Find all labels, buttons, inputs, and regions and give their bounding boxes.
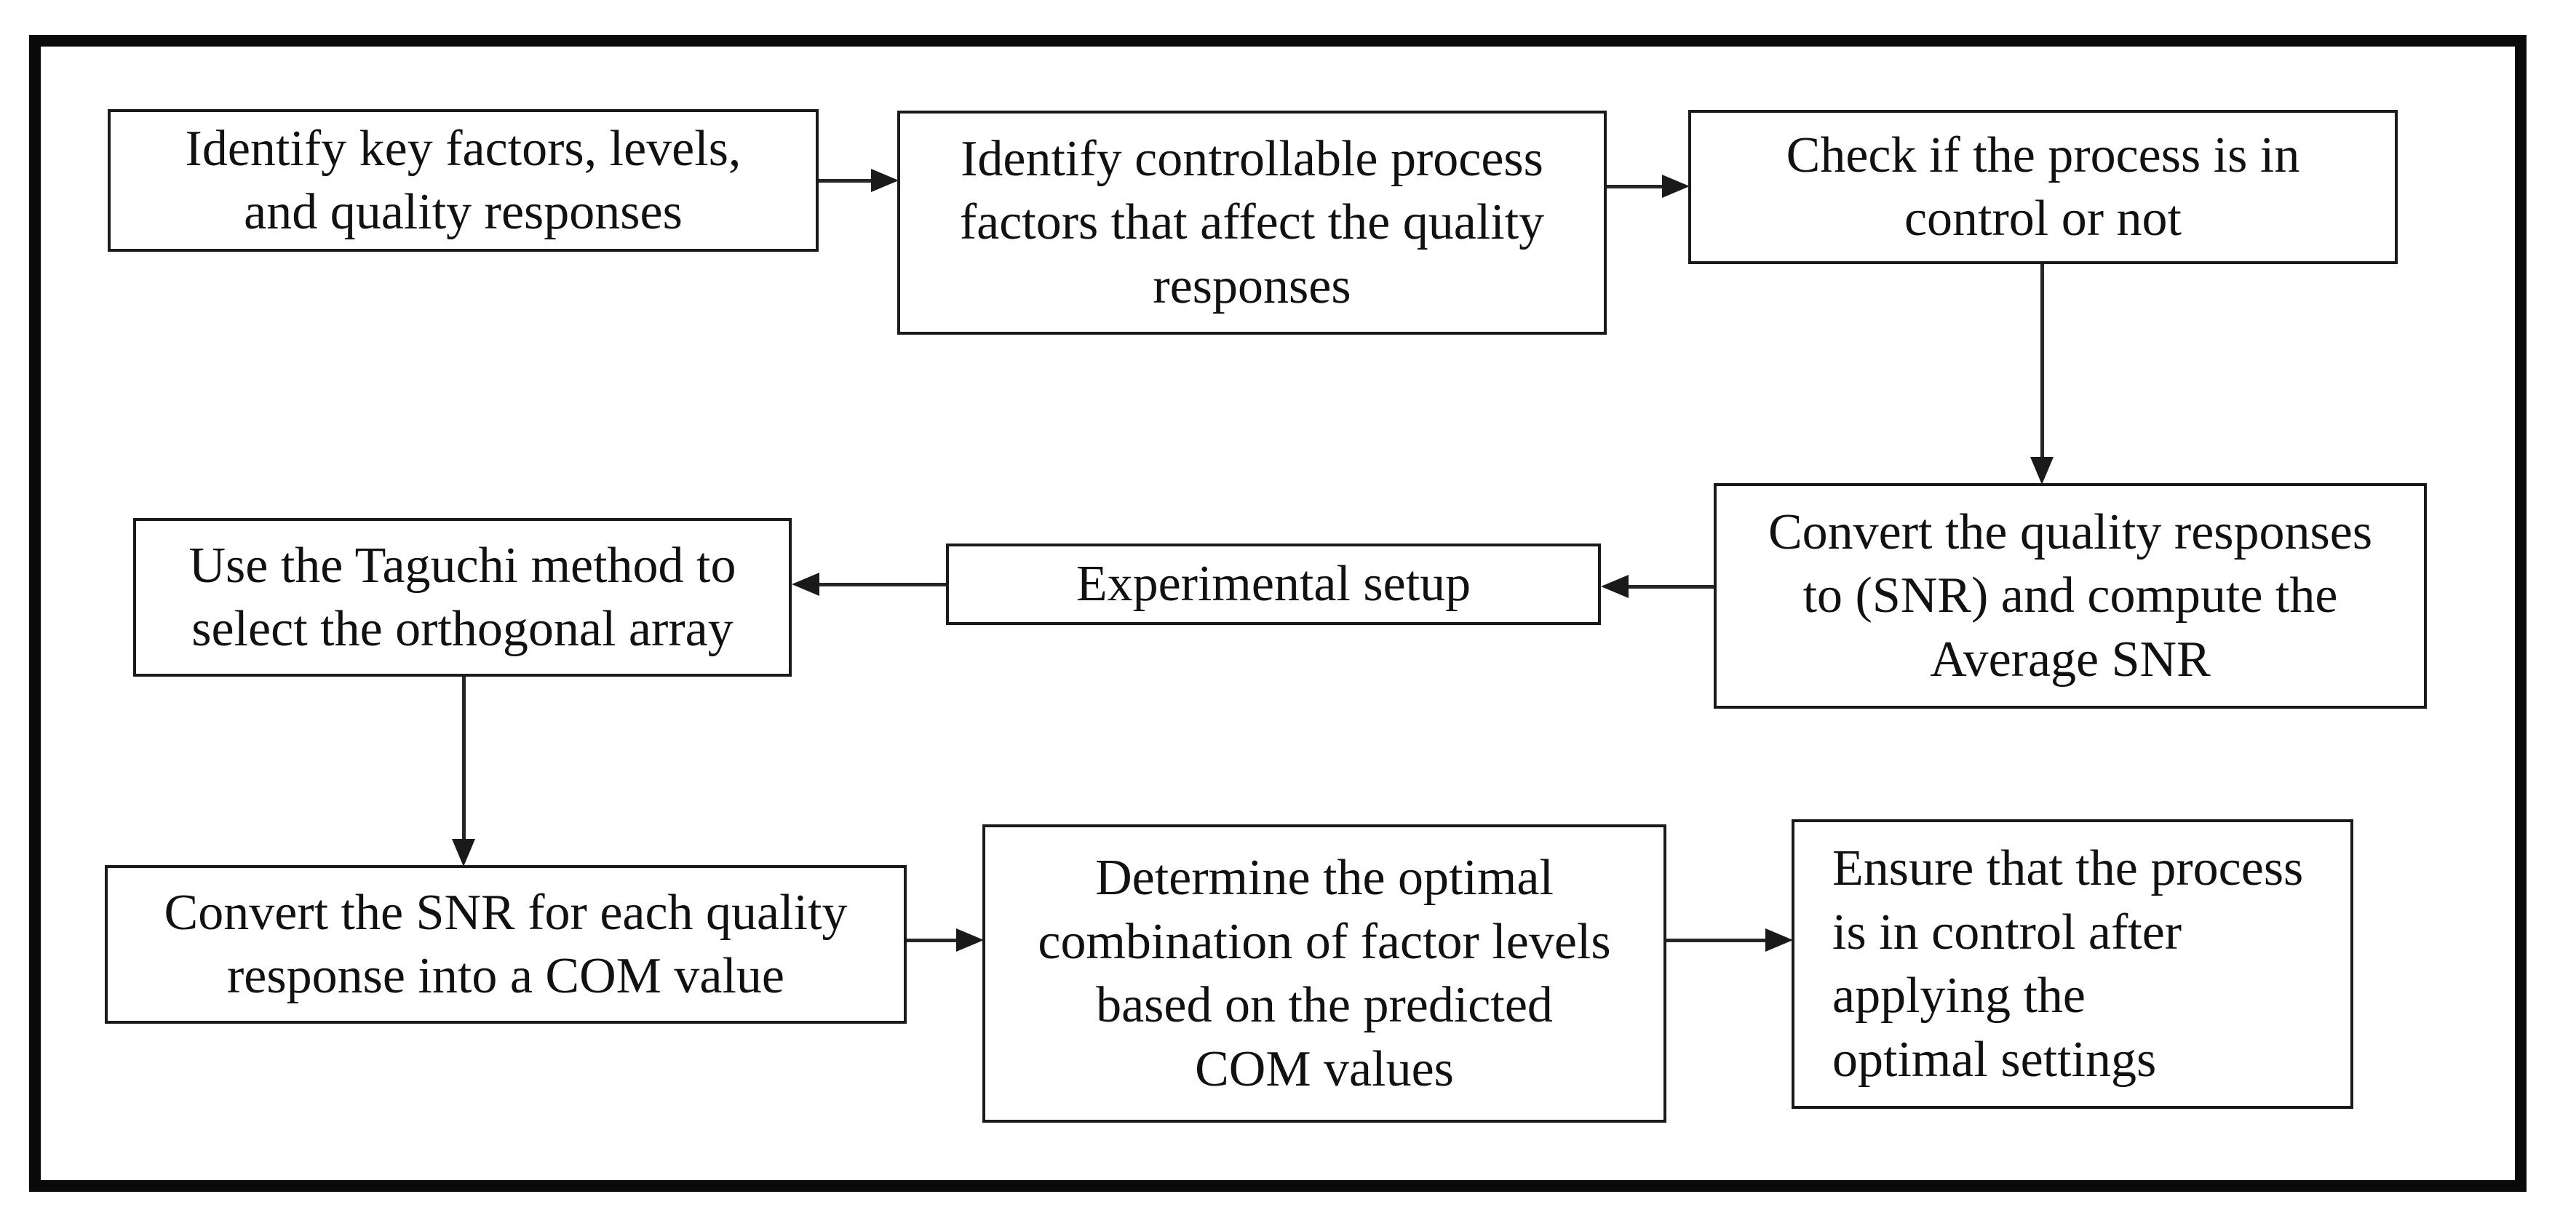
node-label: Experimental setup (1076, 556, 1471, 613)
arrowhead-right-icon (871, 169, 899, 192)
node-label: Identify controllable process factors th… (959, 130, 1545, 314)
arrowhead-down-icon (452, 839, 475, 867)
node-identify-key-factors: Identify key factors, levels, and qualit… (108, 109, 819, 252)
node-taguchi-orthogonal-array: Use the Taguchi method to select the ort… (133, 518, 792, 677)
node-label: Convert the quality responses to (SNR) a… (1768, 503, 2373, 688)
arrow-line-com-to-optimal (907, 939, 958, 942)
arrow-line-convert-snr-to-setup (1627, 585, 1714, 589)
arrowhead-left-icon (792, 573, 819, 596)
arrow-line-check-to-convert-snr (2040, 264, 2044, 458)
arrowhead-right-icon (1765, 928, 1793, 952)
arrowhead-right-icon (1662, 175, 1690, 198)
arrow-line-controllable-to-check (1607, 185, 1663, 188)
arrowhead-left-icon (1601, 575, 1629, 598)
arrowhead-down-icon (2030, 457, 2054, 485)
node-label: Determine the optimal combination of fac… (1038, 850, 1611, 1097)
node-identify-controllable-factors: Identify controllable process factors th… (897, 111, 1607, 335)
arrow-line-setup-to-taguchi (818, 583, 946, 586)
arrow-line-optimal-to-ensure (1666, 939, 1767, 942)
node-convert-responses-to-snr: Convert the quality responses to (SNR) a… (1714, 483, 2427, 709)
node-label: Ensure that the process is in control af… (1832, 840, 2304, 1088)
node-label: Identify key factors, levels, and qualit… (185, 120, 742, 241)
arrow-line-identify-to-controllable (819, 179, 872, 183)
node-label: Use the Taguchi method to select the ort… (188, 537, 736, 658)
node-check-process-in-control: Check if the process is in control or no… (1688, 110, 2398, 264)
node-determine-optimal-combination: Determine the optimal combination of fac… (982, 824, 1666, 1123)
arrowhead-right-icon (956, 928, 984, 952)
node-convert-snr-to-com: Convert the SNR for each quality respons… (105, 865, 907, 1024)
node-label: Check if the process is in control or no… (1786, 127, 2300, 247)
node-ensure-control-after-optimal: Ensure that the process is in control af… (1792, 819, 2353, 1109)
arrow-line-taguchi-to-com (462, 677, 466, 840)
node-label: Convert the SNR for each quality respons… (164, 884, 848, 1005)
node-experimental-setup: Experimental setup (946, 544, 1601, 625)
